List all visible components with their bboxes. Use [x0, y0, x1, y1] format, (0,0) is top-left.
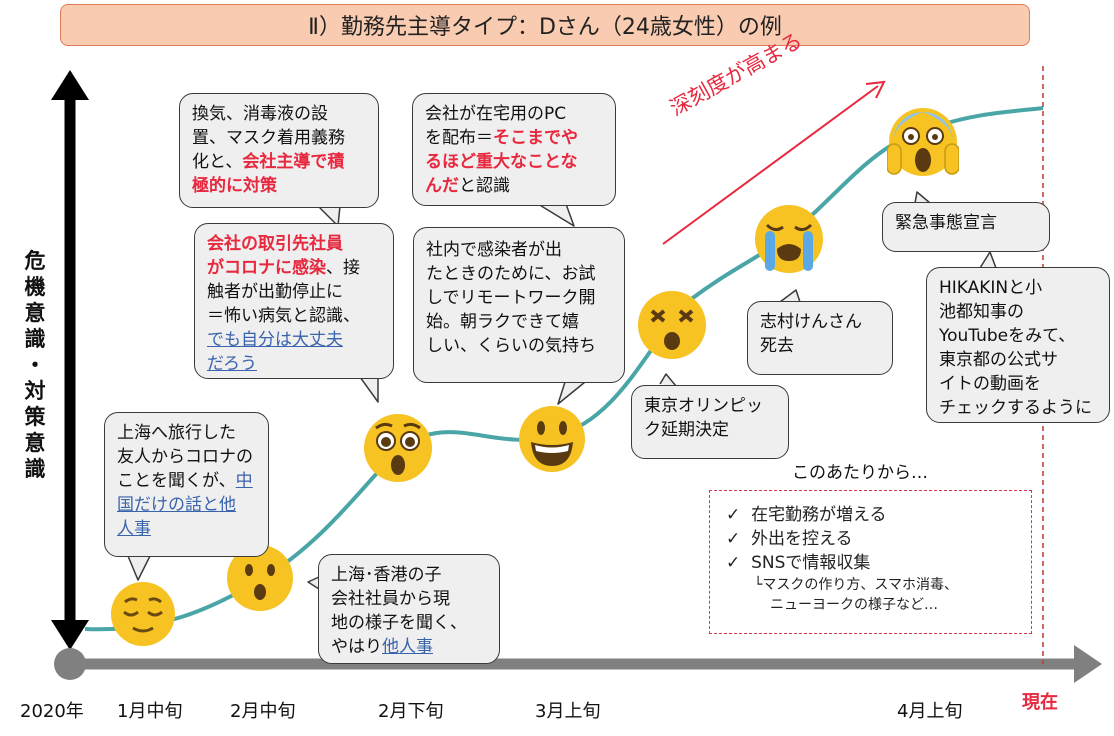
hushed-face-icon [227, 545, 293, 611]
tick-now: 現在 [1022, 692, 1058, 713]
relieved-face-icon [111, 582, 175, 646]
bubble-shanghai-friend: 上海へ旅行した 友人からコロナの ことを聞くが、中 国だけの話と他 人事 [104, 412, 269, 557]
note-sub-1: └マスクの作り方、スマホ消毒、 [754, 577, 959, 593]
vertical-axis-arrow [51, 70, 89, 650]
bubble-client-infection: 会社の取引先社員 がコロナに感染、接 触者が出勤停止に ＝怖い病気と認識、 でも… [194, 223, 394, 379]
diagram-title: Ⅱ）勤務先主導タイプ：Dさん（24歳女性）の例 [60, 4, 1030, 46]
behavior-change-box: ✓ 在宅勤務が増える ✓ 外出を控える ✓ SNSで情報収集 └マスクの作り方、… [709, 490, 1032, 634]
bubble-state-of-emergency: 緊急事態宣言 [882, 202, 1050, 252]
note-title: このあたりから… [792, 463, 928, 483]
tick-jan-mid: 1月中旬 [117, 701, 183, 722]
bubble-shimura-death: 志村けんさん 死去 [747, 301, 893, 375]
crying-face-icon [755, 205, 823, 273]
bubble-company-measures: 換気、消毒液の設 置、マスク着用義務 化と、会社主導で積 極的に対策 [179, 93, 379, 208]
tick-feb-late: 2月下旬 [378, 701, 444, 722]
bubble-remote-work: 社内で感染者が出 たときのために、お試 しでリモートワーク開 始。朝ラクできて嬉… [413, 227, 625, 383]
note-item: ✓ 外出を控える [726, 529, 853, 549]
bubble-olympics-postponed: 東京オリンピッ ク延期決定 [631, 385, 789, 459]
grinning-face-icon [519, 406, 585, 472]
y-axis-label: 危 機 意 識 ・ 対 策 意 識 [24, 249, 46, 481]
bubble-pc-distribution: 会社が在宅用のPC を配布＝そこまでや るほど重大なことな んだと認識 [412, 93, 616, 206]
astonished-face-icon [364, 414, 432, 482]
note-item: ✓ SNSで情報収集 [726, 553, 871, 573]
severity-arrow [662, 80, 886, 245]
horizontal-axis-arrow [54, 645, 1102, 683]
tick-apr-early: 4月上旬 [897, 701, 963, 722]
bubble-youtube-hikakin: HIKAKINと小 池都知事の YouTubeをみて、 東京都の公式サ イトの動… [926, 267, 1110, 423]
note-item: ✓ 在宅勤務が増える [726, 505, 887, 525]
tick-feb-mid: 2月中旬 [230, 701, 296, 722]
tick-mar-early: 3月上旬 [535, 701, 601, 722]
screaming-face-icon [887, 108, 959, 176]
dizzy-face-icon [638, 291, 706, 359]
note-sub-2: ニューヨークの様子など… [770, 597, 938, 613]
tick-2020: 2020年 [20, 701, 84, 722]
bubble-subsidiary-employee: 上海･香港の子 会社社員から現 地の様子を聞く、 やはり他人事 [318, 554, 500, 664]
